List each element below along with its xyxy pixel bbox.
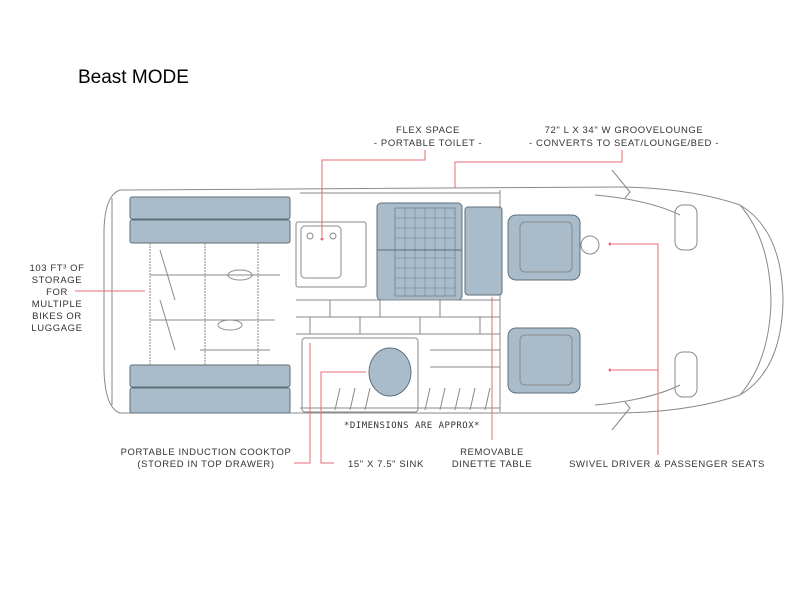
seats-label: SWIVEL DRIVER & PASSENGER SEATS	[569, 459, 765, 470]
leader-lines	[75, 150, 659, 464]
groovelounge-sublabel: - CONVERTS TO SEAT/LOUNGE/BED -	[529, 138, 719, 149]
dinette-table	[464, 206, 503, 296]
page-title: Beast MODE	[78, 67, 189, 88]
flex-space-sublabel: - PORTABLE TOILET -	[374, 138, 482, 149]
cooktop-label: PORTABLE INDUCTION COOKTOP	[121, 447, 292, 458]
portable-toilet	[295, 221, 367, 288]
storage-label-line: FOR	[46, 287, 68, 298]
storage-label-line: MULTIPLE	[32, 299, 83, 310]
groovelounge	[376, 202, 463, 301]
van-outline	[103, 169, 784, 431]
floor	[296, 299, 500, 368]
sink-label: 15" X 7.5" SINK	[348, 459, 424, 470]
dimensions-note: *DIMENSIONS ARE APPROX*	[344, 421, 480, 431]
rear-storage	[129, 196, 291, 414]
storage-label-line: LUGGAGE	[31, 323, 82, 334]
sink-counter	[301, 337, 491, 413]
dinette-label: REMOVABLE	[460, 447, 524, 458]
storage-label-line: STORAGE	[32, 275, 82, 286]
cooktop-sublabel: (STORED IN TOP DRAWER)	[137, 459, 274, 470]
storage-label-line: BIKES OR	[32, 311, 82, 322]
swivel-seats	[507, 214, 600, 394]
groovelounge-label: 72" L X 34" W GROOVELOUNGE	[545, 125, 704, 136]
dinette-sublabel: DINETTE TABLE	[452, 459, 532, 470]
storage-label-line: 103 FT³ OF	[29, 263, 84, 274]
flex-space-label: FLEX SPACE	[396, 125, 460, 136]
